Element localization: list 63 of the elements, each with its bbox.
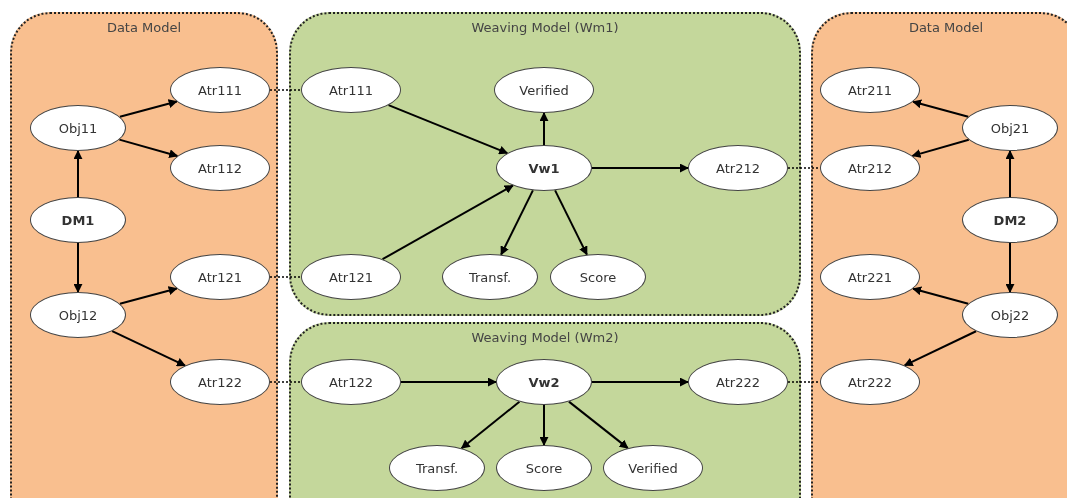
arrow (118, 99, 178, 118)
ellipse-node: Atr212 (820, 145, 920, 191)
arrow (387, 104, 509, 155)
ellipse-node: Atr222 (688, 359, 788, 405)
arrow (1005, 150, 1015, 198)
arrow (73, 150, 83, 198)
ellipse-node: Transf. (389, 445, 485, 491)
ellipse-node: Atr121 (301, 254, 401, 300)
ellipse-node: Score (550, 254, 646, 300)
ellipse-node: Obj12 (30, 292, 126, 338)
panel-title: Data Model (105, 20, 183, 35)
panel-title: Weaving Model (Wm2) (470, 330, 620, 345)
ellipse-node: Atr121 (170, 254, 270, 300)
arrow (400, 377, 497, 387)
ellipse-node: Vw1 (496, 145, 592, 191)
arrow (911, 138, 970, 158)
arrow (912, 99, 970, 118)
panel-title: Data Model (907, 20, 985, 35)
arrow (591, 377, 689, 387)
arrow (1005, 242, 1015, 293)
arrow (912, 286, 970, 305)
group-panel (811, 12, 1067, 498)
ellipse-node: Atr111 (301, 67, 401, 113)
ellipse-node: DM2 (962, 197, 1058, 243)
arrow (539, 404, 549, 446)
arrow (118, 138, 179, 159)
ellipse-node: Atr212 (688, 145, 788, 191)
connector-line (787, 167, 821, 169)
ellipse-node: Atr221 (820, 254, 920, 300)
arrow (73, 242, 83, 293)
arrow (460, 400, 521, 450)
group-panel (289, 12, 801, 316)
arrow (381, 184, 514, 261)
arrow (903, 330, 978, 367)
ellipse-node: Atr111 (170, 67, 270, 113)
arrow (111, 330, 187, 367)
arrow (118, 286, 178, 305)
arrow (539, 112, 549, 146)
arrow (500, 189, 534, 256)
connector-line (269, 89, 302, 91)
arrow (567, 400, 629, 450)
group-panel (289, 322, 801, 498)
ellipse-node: Atr211 (820, 67, 920, 113)
ellipse-node: Transf. (442, 254, 538, 300)
ellipse-node: Obj21 (962, 105, 1058, 151)
connector-line (269, 276, 302, 278)
ellipse-node: Verified (603, 445, 703, 491)
ellipse-node: Atr122 (301, 359, 401, 405)
arrow (591, 163, 689, 173)
ellipse-node: Atr122 (170, 359, 270, 405)
connector-line (787, 381, 821, 383)
ellipse-node: Obj11 (30, 105, 126, 151)
ellipse-node: Atr222 (820, 359, 920, 405)
ellipse-node: Verified (494, 67, 594, 113)
ellipse-node: DM1 (30, 197, 126, 243)
ellipse-node: Obj22 (962, 292, 1058, 338)
ellipse-node: Atr112 (170, 145, 270, 191)
ellipse-node: Vw2 (496, 359, 592, 405)
arrow (554, 189, 588, 256)
ellipse-node: Score (496, 445, 592, 491)
connector-line (269, 381, 302, 383)
panel-title: Weaving Model (Wm1) (470, 20, 620, 35)
group-panel (10, 12, 278, 498)
